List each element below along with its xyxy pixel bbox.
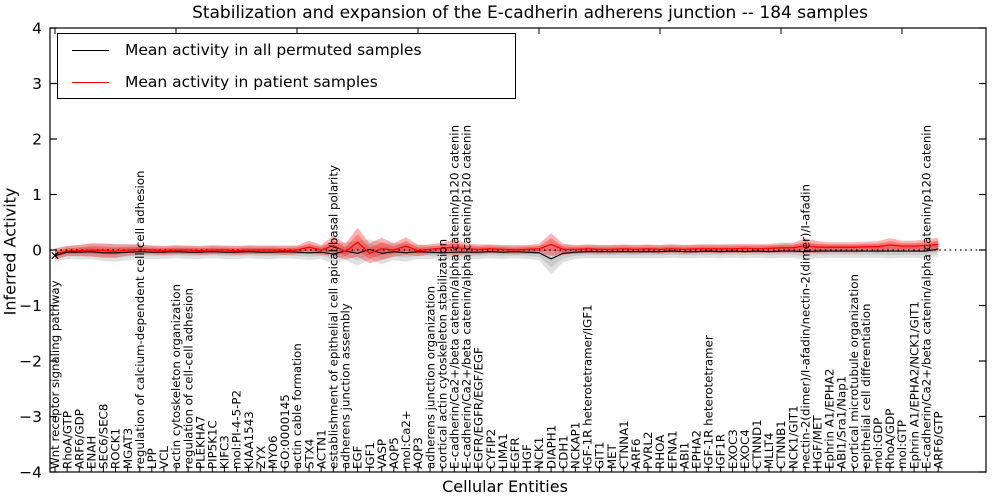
x-category-label: Ephrin A1/EPHA2/NCK1/GIT1 xyxy=(907,301,921,469)
permuted-band-outer xyxy=(55,239,939,275)
x-category-label: IGF1R xyxy=(714,434,728,469)
x-category-label: HGF/MET xyxy=(811,415,825,469)
y-tick-label: 1 xyxy=(32,186,42,204)
x-category-label: E-cadherin/Ca2+/beta catenin/alpha caten… xyxy=(448,125,462,469)
patient-band-outer xyxy=(55,227,939,264)
x-category-label: MGAT3 xyxy=(121,428,135,469)
x-category-label: RhoA/GTP xyxy=(60,411,74,469)
legend: Mean activity in all permuted samples Me… xyxy=(57,33,516,99)
y-tick-label: −4 xyxy=(19,464,42,482)
x-category-label: VASP xyxy=(375,439,389,469)
x-category-label: IGF-1R heterotetramer xyxy=(702,335,716,469)
x-category-label: NCKAP1 xyxy=(569,422,583,469)
y-tick-label: 3 xyxy=(32,75,42,93)
x-category-label: E-cadherin/Ca2+/beta catenin/alpha caten… xyxy=(460,125,474,469)
patient-band-inner xyxy=(55,234,939,259)
x-category-label: NCK1 xyxy=(532,437,546,469)
x-category-label: MET xyxy=(605,443,619,469)
x-category-label: GIT1 xyxy=(593,442,607,469)
x-category-label: VCL xyxy=(157,446,171,469)
x-axis-label: Cellular Entities xyxy=(442,477,568,496)
x-category-label: AQP3 xyxy=(411,437,425,469)
x-category-label: adherens junction assembly xyxy=(339,303,353,469)
x-category-label: LPP xyxy=(145,448,159,469)
x-category-label: RhoA/GDP xyxy=(883,409,897,469)
x-category-label: ACTN1 xyxy=(314,429,328,469)
x-category-label: mol:Ca2+ xyxy=(399,410,413,469)
x-category-label: actin cable formation xyxy=(290,343,304,469)
x-category-label: HGF xyxy=(520,444,534,469)
x-category-label: ENAH xyxy=(85,436,99,469)
x-category-label: EFNA1 xyxy=(665,430,679,469)
x-category-label: NCK1/GIT1 xyxy=(786,405,800,469)
x-category-label: PLEKHA7 xyxy=(193,416,207,469)
x-category-label: nectin-2(dimer)/I-afadin/nectin-2(dimer)… xyxy=(798,184,812,469)
x-category-label: EXOC3 xyxy=(726,429,740,469)
x-category-label: ABI1/Sra1/Nap1 xyxy=(835,376,849,469)
x-category-label: AQP5 xyxy=(387,437,401,469)
x-category-label: mol:PI-4-5-P2 xyxy=(230,390,244,469)
y-tick-label: 2 xyxy=(32,131,42,149)
x-category-label: CYFIP2 xyxy=(484,429,498,469)
x-category-label: ZYX xyxy=(254,446,268,469)
y-tick-label: −1 xyxy=(19,297,42,315)
x-category-label: PIP5K1C xyxy=(206,420,220,469)
x-category-label: regulation of calcium-dependent cell-cel… xyxy=(133,170,147,469)
x-category-label: actin cytoskeleton organization xyxy=(169,284,183,469)
legend-label-patient: Mean activity in patient samples xyxy=(125,73,378,91)
y-tick-label: 0 xyxy=(32,242,42,260)
x-category-label: CTNNA1 xyxy=(617,420,631,469)
x-category-label: LIMA1 xyxy=(496,433,510,469)
x-category-label: establishment of epithelial cell apical/… xyxy=(327,165,341,469)
x-category-label: CTNND1 xyxy=(750,419,764,469)
x-category-label: mol:GDP xyxy=(871,418,885,469)
x-category-label: epithelial cell differentiation xyxy=(859,304,873,469)
x-category-label: EPHA2 xyxy=(690,430,704,469)
x-category-label: MLLT4 xyxy=(762,433,776,469)
y-tick-label: −3 xyxy=(19,408,42,426)
x-category-label: cortical microtubule organization xyxy=(847,274,861,469)
x-category-label: Wnt receptor signaling pathway xyxy=(48,280,62,469)
chart-title: Stabilization and expansion of the E-cad… xyxy=(192,3,868,23)
y-axis-label: Inferred Activity xyxy=(0,187,20,316)
x-category-label: IGF1 xyxy=(363,442,377,469)
x-category-label: mol:GTP xyxy=(895,420,909,469)
patient-mean-line xyxy=(54,241,939,255)
x-category-label: MYO6 xyxy=(266,435,280,469)
legend-entry-permuted: Mean activity in all permuted samples xyxy=(58,34,515,66)
x-category-label: IGF-1R heterotetramer/IGF1 xyxy=(581,304,595,469)
x-category-label: regulation of cell-cell adhesion xyxy=(181,288,195,469)
x-category-label: GO:0000145 xyxy=(278,394,292,469)
x-category-label: CTNNB1 xyxy=(774,420,788,469)
legend-entry-patient: Mean activity in patient samples xyxy=(58,66,515,98)
x-category-label: ARF6 xyxy=(629,438,643,469)
y-tick-label: −2 xyxy=(19,353,42,371)
permuted-line-swatch xyxy=(72,49,109,51)
x-category-label: ARF6/GTP xyxy=(932,411,946,469)
x-category-label: ARF6/GDP xyxy=(72,409,86,469)
legend-label-permuted: Mean activity in all permuted samples xyxy=(125,41,422,59)
x-category-label: adherens junction organization xyxy=(423,286,437,469)
x-category-label: ROCK1 xyxy=(109,428,123,469)
patient-line-swatch xyxy=(72,81,109,83)
x-category-label: EGFR xyxy=(508,437,522,469)
x-category-label: KIFC3 xyxy=(218,435,232,469)
x-category-label: Ephrin A1/EPHA2 xyxy=(823,369,837,469)
x-category-label: EXOC4 xyxy=(738,429,752,469)
first-point-x-marker xyxy=(51,251,59,260)
x-category-label: cortical actin cytoskeleton stabilizatio… xyxy=(435,239,449,469)
x-category-label: E-cadherin/Ca2+/beta catenin/alpha caten… xyxy=(919,125,933,469)
x-category-label: KIAA1543 xyxy=(242,411,256,469)
x-category-label: EGF xyxy=(351,445,365,469)
x-category-label: PVRL2 xyxy=(641,432,655,469)
x-category-label: RHOA xyxy=(653,435,667,469)
x-category-label: CDH1 xyxy=(556,435,570,469)
x-category-label: ABI1 xyxy=(677,442,691,469)
y-tick-label: 4 xyxy=(32,20,42,38)
x-category-label: DIAPH1 xyxy=(544,425,558,469)
x-category-label: EGFR/EGFR/EGF/EGF xyxy=(472,347,486,469)
x-category-label: SEC6/SEC8 xyxy=(97,404,111,469)
x-category-label: STX4 xyxy=(302,439,316,469)
permuted-mean-line xyxy=(54,248,939,260)
